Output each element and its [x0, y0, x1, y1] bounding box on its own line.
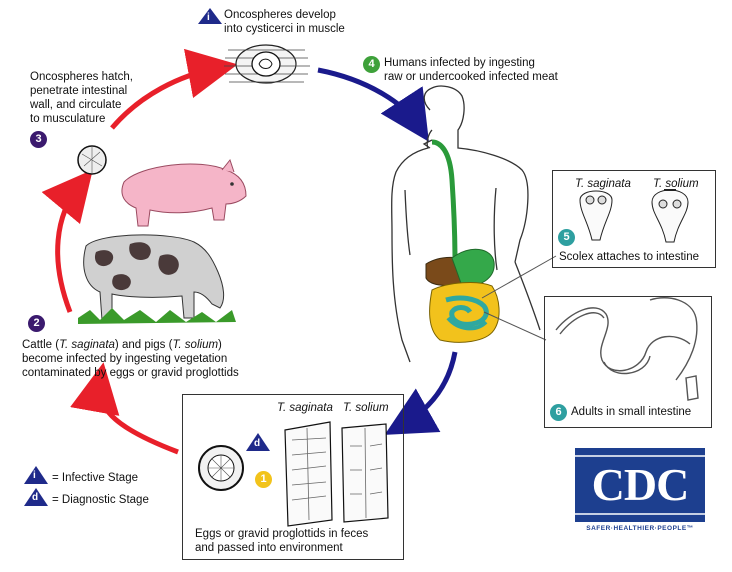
arrow-step1-to-step2: [70, 362, 179, 455]
proglottid-solium-illustration: [341, 423, 389, 523]
step6-badge: 6: [550, 404, 567, 421]
eggs-box: T. saginata T. solium 1 Eggs or gravid p…: [182, 394, 404, 560]
human-body: [391, 85, 541, 363]
step5-badge: 5: [558, 229, 575, 246]
egg-illustration: [198, 445, 244, 491]
adults-box: 6 Adults in small intestine: [544, 296, 712, 428]
step2-label: Cattle (T. saginata) and pigs (T. solium…: [22, 339, 239, 379]
step5-label: Scolex attaches to intestine: [559, 251, 699, 263]
proglottid-saginata-illustration: [284, 421, 333, 527]
infective-marker-top: i: [207, 12, 210, 23]
arrow-step2-to-step3: [41, 169, 93, 313]
cysticerci-label: Oncospheres develop into cysticerci in m…: [224, 9, 345, 35]
scolex-box: T. saginata T. solium 5 Scolex attaches …: [552, 170, 716, 268]
diagnostic-triangle-step1: [246, 433, 270, 451]
legend-infective-triangle: [24, 466, 48, 484]
small-intestine: [445, 295, 489, 327]
scolex-solium-label: T. solium: [653, 178, 699, 190]
scolex-saginata-illustration: [579, 190, 613, 241]
esophagus: [431, 139, 458, 263]
scolex-saginata-label: T. saginata: [575, 178, 631, 190]
step1-badge: 1: [255, 471, 272, 488]
step4-label: Humans infected by ingesting raw or unde…: [384, 57, 558, 83]
step6-label: Adults in small intestine: [571, 406, 692, 418]
cow-illustration: [78, 234, 236, 324]
cysticercus-illustration: [224, 44, 310, 84]
arrow-human-to-feces: [384, 351, 458, 435]
cdc-wordmark: CDC: [591, 459, 690, 510]
diagnostic-marker-step1: d: [254, 438, 261, 449]
arrow-step3-to-cysticerci: [110, 48, 238, 130]
arrow-cysticerci-to-human: [317, 67, 429, 142]
proglottid-solium-label: T. solium: [343, 402, 389, 414]
scolex-solium-illustration: [651, 189, 689, 243]
legend-diagnostic-marker: d: [32, 492, 39, 503]
step2-badge: 2: [28, 315, 45, 332]
step4-badge: 4: [363, 56, 380, 73]
eggs-label: Eggs or gravid proglottids in feces and …: [195, 528, 369, 554]
cdc-stripes: [575, 455, 705, 515]
legend-diagnostic-triangle: [24, 488, 48, 506]
pig-illustration: [121, 158, 247, 227]
cdc-logo: CDC SAFER·HEALTHIER·PEOPLE™: [575, 448, 705, 540]
cdc-tagline: SAFER·HEALTHIER·PEOPLE™: [586, 525, 694, 532]
infective-triangle-top: [198, 8, 222, 24]
proglottid-saginata-label: T. saginata: [277, 402, 333, 414]
legend-infective-label: = Infective Stage: [52, 472, 138, 484]
legend-diagnostic-label: = Diagnostic Stage: [52, 494, 149, 506]
cdc-logo-block: CDC: [575, 448, 705, 522]
step3-label: Oncospheres hatch, penetrate intestinal …: [30, 71, 133, 125]
legend-infective-marker: i: [33, 470, 36, 481]
step3-badge: 3: [30, 131, 47, 148]
adult-tapeworm-illustration: [555, 297, 699, 401]
oncosphere-illustration: [77, 145, 107, 175]
